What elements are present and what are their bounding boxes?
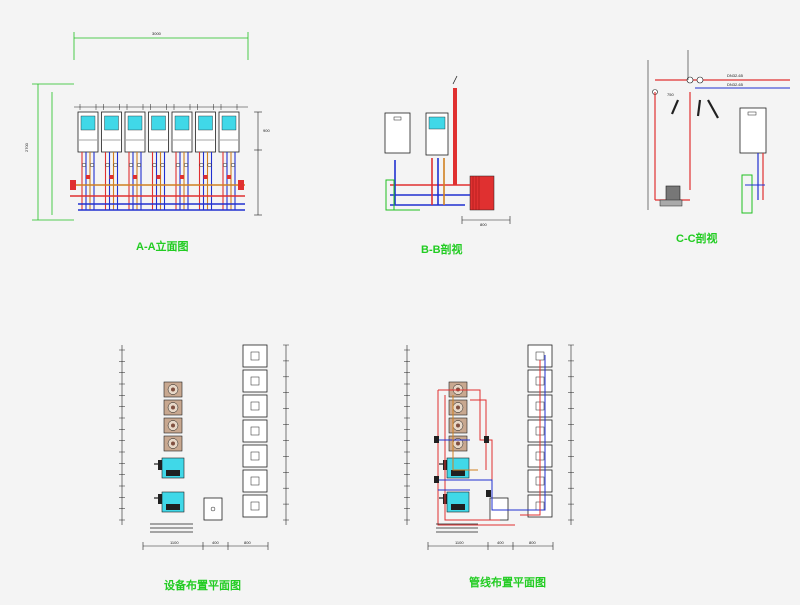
aa-boiler-row — [77, 111, 240, 210]
caption-equip: 设备布置平面图 — [164, 580, 241, 592]
pipe-small-box — [489, 497, 509, 521]
plan-unit — [163, 417, 183, 434]
aa-boiler — [171, 111, 193, 210]
aa-boiler — [77, 111, 99, 210]
cc-boiler — [739, 107, 767, 154]
plan-tank — [242, 444, 268, 468]
aa-left-dimension — [32, 83, 74, 221]
pipe-plan: 1100 400 800 — [404, 344, 574, 550]
bb-section: 800 — [384, 75, 511, 227]
equip-unit-column — [163, 381, 183, 452]
aa-header-pipes — [70, 184, 245, 211]
pipe-left-dim-ticks — [404, 349, 410, 521]
bb-riser-supply — [453, 88, 457, 185]
plan-unit — [163, 381, 183, 398]
equip-right-dim-ticks — [283, 344, 289, 521]
bb-tank — [469, 175, 495, 211]
aa-right-dim-text: 900 — [263, 128, 270, 133]
plan-boiler — [154, 457, 185, 479]
pipe-dim-b2: 400 — [497, 540, 504, 545]
plan-unit — [163, 435, 183, 452]
caption-pipe: 管线布置平面图 — [469, 577, 546, 589]
caption-bb: B-B剖视 — [421, 244, 463, 256]
cc-small-dim-text: 750 — [667, 92, 674, 97]
plan-unit — [448, 435, 468, 452]
aa-pump-left — [70, 180, 76, 190]
plan-tank — [242, 469, 268, 493]
plan-boiler — [439, 457, 470, 479]
plan-unit — [163, 399, 183, 416]
aa-boiler — [124, 111, 146, 210]
aa-boiler — [148, 111, 169, 210]
plan-tank — [242, 419, 268, 443]
equip-plan: 1100 400 800 — [119, 344, 289, 550]
pipe-dim-b1: 1100 — [455, 540, 464, 545]
equip-left-dim-ticks — [119, 349, 125, 521]
plan-boiler — [154, 491, 185, 513]
plan-tank — [242, 394, 268, 418]
plan-boiler — [439, 491, 470, 513]
caption-aa: A-A立面图 — [136, 241, 189, 253]
equip-dim-b2: 400 — [212, 540, 219, 545]
aa-pump-right — [238, 180, 244, 190]
equip-tank-column — [242, 344, 268, 518]
aa-boiler — [218, 111, 240, 210]
aa-top-dimension — [73, 32, 249, 60]
pipe-routes — [437, 355, 546, 526]
pipe-right-dim-ticks — [568, 344, 574, 521]
cc-pipe2-text: DN32-65 — [727, 82, 744, 87]
aa-elevation: 3000 2700 900 — [24, 31, 270, 221]
equip-dim-b1: 1100 — [170, 540, 179, 545]
plan-tank — [242, 344, 268, 368]
plan-tank — [242, 494, 268, 518]
plan-unit — [448, 399, 468, 416]
caption-cc: C-C剖视 — [676, 233, 718, 245]
aa-boiler — [195, 111, 216, 210]
pipe-boiler-column — [439, 457, 470, 513]
pipe-unit-column — [448, 381, 468, 452]
plan-unit — [448, 417, 468, 434]
equip-dim-b3: 800 — [244, 540, 251, 545]
cc-section: DN32-65 DN32-65 750 — [647, 50, 790, 214]
equip-boiler-column — [154, 457, 185, 513]
bb-bottom-dim-text: 800 — [480, 222, 487, 227]
equip-small-box — [203, 497, 223, 521]
cc-pipe1-text: DN32-65 — [727, 73, 744, 78]
aa-boiler — [101, 111, 122, 210]
aa-left-dim-text: 2700 — [24, 142, 29, 152]
plan-tank — [242, 369, 268, 393]
aa-top-dim-text: 3000 — [152, 31, 162, 36]
aa-tick-row — [79, 104, 238, 110]
pipe-dim-b3: 800 — [529, 540, 536, 545]
